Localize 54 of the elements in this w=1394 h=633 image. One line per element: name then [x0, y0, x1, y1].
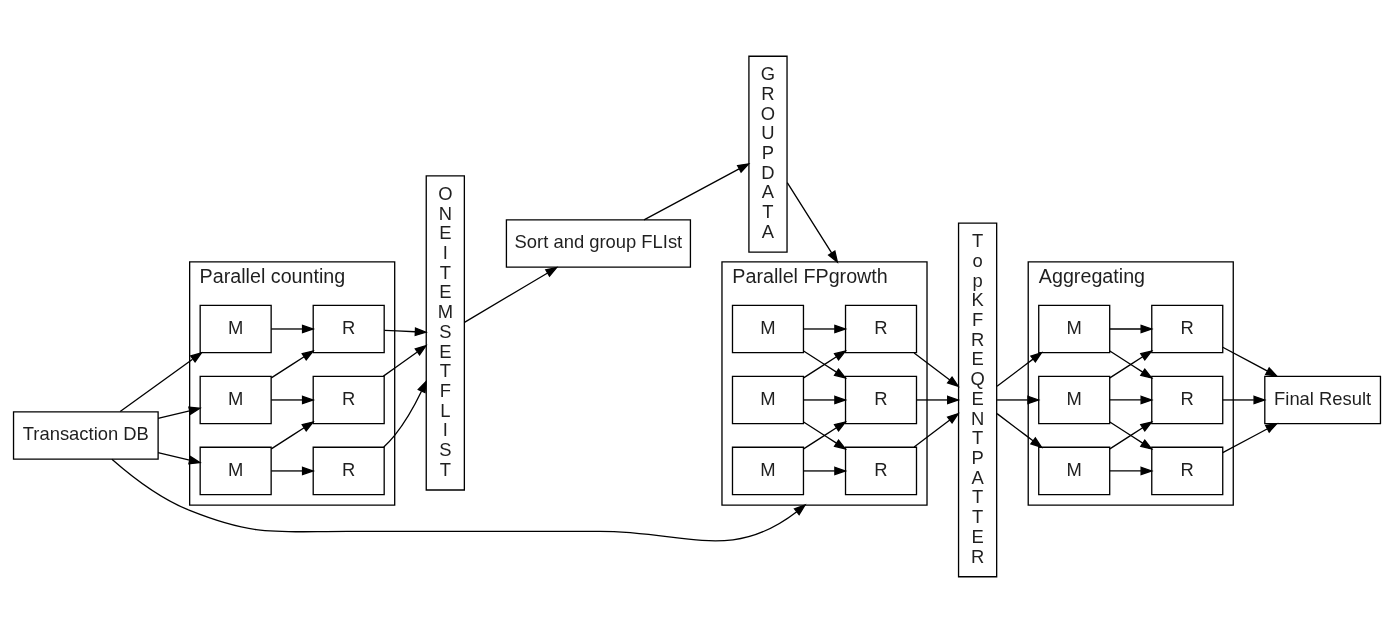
arrow [643, 162, 751, 221]
node-box: M [199, 446, 272, 496]
node-box: M [1038, 375, 1111, 425]
arrow [157, 406, 202, 419]
arrow [996, 413, 1044, 449]
node-box: Transaction DB [12, 411, 159, 460]
node-box: M [731, 304, 805, 354]
node-box: R [844, 304, 918, 354]
arrow [119, 351, 204, 413]
arrow [913, 412, 960, 448]
arrow [383, 327, 428, 337]
node-box: R [1151, 375, 1224, 425]
node-box: Final Result [1264, 375, 1382, 425]
arrow [1222, 346, 1279, 378]
arrow [111, 458, 807, 542]
arrow [270, 349, 315, 379]
arrow [157, 451, 202, 465]
node-box: R [844, 375, 918, 425]
arrow [270, 324, 316, 334]
arrow [913, 352, 960, 388]
node-box: M [199, 375, 272, 425]
arrow [1109, 395, 1154, 405]
node-box: G R O U P D A T A [748, 55, 788, 253]
node-box: M [1038, 446, 1111, 496]
arrow [786, 182, 839, 264]
node-box: R [844, 446, 918, 496]
arrow [270, 395, 316, 405]
node-box: M [1038, 304, 1111, 354]
node-box: M [199, 304, 272, 354]
arrow [996, 351, 1044, 387]
node-box: O N E I T E M S E T F L I S T [425, 175, 465, 491]
arrow [1109, 324, 1154, 334]
arrow [1109, 466, 1154, 476]
node-box: M [731, 375, 805, 425]
arrow [1222, 422, 1279, 454]
node-box: R [312, 446, 385, 496]
arrow [383, 379, 427, 448]
arrow [802, 395, 848, 405]
arrow [802, 324, 848, 334]
arrow [996, 395, 1041, 405]
node-box: R [1151, 446, 1224, 496]
node-box: M [731, 446, 805, 496]
node-box: T o p K F R E Q E N T P A T T E R [957, 222, 998, 578]
node-box: R [1151, 304, 1224, 354]
arrow [1222, 395, 1267, 405]
node-box: R [312, 375, 385, 425]
arrow [270, 420, 315, 450]
arrow [463, 266, 559, 323]
node-box: R [312, 304, 385, 354]
arrow [382, 344, 428, 377]
node-box: Sort and group FLIst [505, 219, 692, 268]
arrow [916, 395, 961, 405]
arrow [270, 466, 316, 476]
arrow [802, 466, 848, 476]
